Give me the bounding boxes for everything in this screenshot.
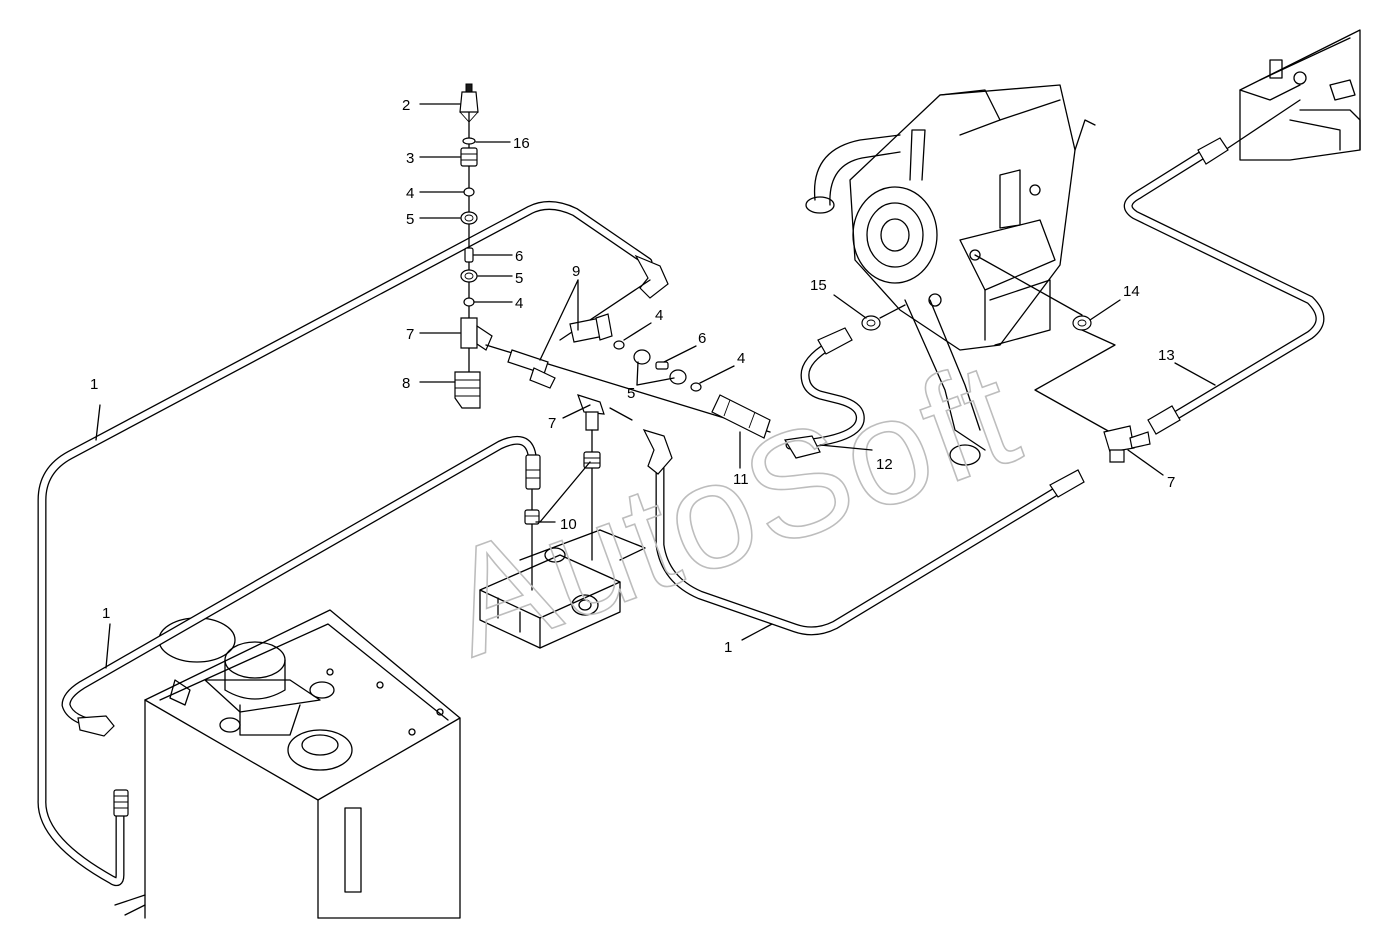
fitting-pipe-12 xyxy=(784,327,853,459)
callout-6-b: 6 xyxy=(698,330,706,347)
tee-7-right xyxy=(1103,425,1151,463)
valve-manifold-right xyxy=(1239,29,1361,161)
hydraulic-tank xyxy=(114,609,461,919)
hydraulic-pump xyxy=(805,84,1096,466)
callout-12: 12 xyxy=(876,456,893,473)
callout-labels: 1 1 1 2 3 16 4 5 6 5 4 7 8 9 4 6 5 4 7 1… xyxy=(90,97,1175,656)
fitting-chain-center xyxy=(485,279,771,439)
callout-4-b: 4 xyxy=(515,295,523,312)
callout-13: 13 xyxy=(1158,347,1175,364)
callout-7-b: 7 xyxy=(548,415,556,432)
callout-5-b: 5 xyxy=(515,270,523,287)
pipe-1b xyxy=(61,435,537,730)
callout-6-a: 6 xyxy=(515,248,523,265)
callout-1-lower: 1 xyxy=(724,639,732,656)
pipe-1c xyxy=(655,460,1080,636)
callout-11: 11 xyxy=(733,471,749,488)
callout-5-a: 5 xyxy=(406,211,414,228)
callout-7-a: 7 xyxy=(406,326,414,343)
manifold-connection-line xyxy=(1227,99,1301,149)
callout-4-c: 4 xyxy=(655,307,663,324)
fitting-pipe-13 xyxy=(1147,137,1229,435)
callout-4-a: 4 xyxy=(406,185,414,202)
control-valve-block xyxy=(479,529,646,649)
pipe-13 xyxy=(1123,145,1325,430)
callout-10: 10 xyxy=(560,516,577,533)
callout-14: 14 xyxy=(1123,283,1140,300)
callout-3: 3 xyxy=(406,150,414,167)
callout-4-d: 4 xyxy=(737,350,745,367)
callout-1-upper: 1 xyxy=(90,376,98,393)
valve-risers xyxy=(524,429,601,591)
fitting-pipe-1b xyxy=(77,454,541,737)
pump-fittings xyxy=(861,254,1116,433)
exploded-fitting-stack xyxy=(454,83,493,409)
fitting-pipe-1a-end xyxy=(113,254,669,817)
callout-9: 9 xyxy=(572,263,580,280)
pipe-12 xyxy=(785,340,865,450)
callout-5-c: 5 xyxy=(627,385,635,402)
fitting-pipe-1c xyxy=(642,429,1085,498)
callout-16: 16 xyxy=(513,135,530,152)
callout-leaders xyxy=(95,103,1216,669)
callout-8: 8 xyxy=(402,375,410,392)
callout-7-c: 7 xyxy=(1167,474,1175,491)
autosoft-watermark: AutoSoft xyxy=(425,328,1038,688)
callout-2: 2 xyxy=(402,97,410,114)
callout-15: 15 xyxy=(810,277,827,294)
pipe-1a xyxy=(37,201,653,887)
callout-1-middle: 1 xyxy=(102,605,110,622)
